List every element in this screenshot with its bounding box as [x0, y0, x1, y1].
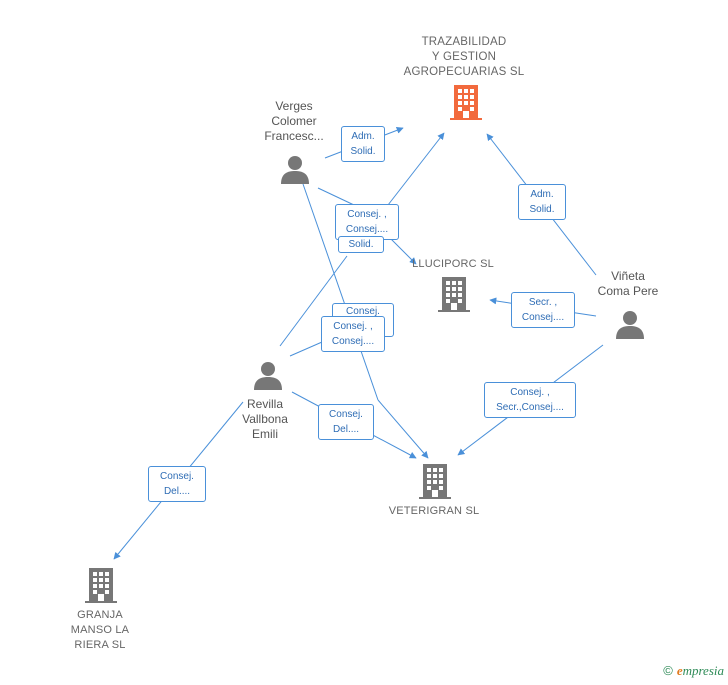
- label-line: Viñeta: [611, 269, 645, 283]
- relation-line: Consej....: [331, 336, 375, 347]
- building-icon[interactable]: [450, 84, 482, 125]
- relation-line: Consej. ,: [333, 321, 373, 332]
- person-icon[interactable]: [253, 360, 283, 395]
- building-icon[interactable]: [419, 463, 451, 504]
- label-line: MANSO LA: [70, 624, 130, 636]
- building-icon[interactable]: [438, 276, 470, 317]
- relation-line: Consej. ,: [510, 387, 550, 398]
- label-line: TRAZABILIDAD: [421, 36, 507, 48]
- relation-edge: [377, 399, 429, 459]
- label-line: Emili: [251, 427, 278, 441]
- footer-brand: ©empresia: [663, 663, 724, 679]
- label-line: Vallbona: [242, 412, 288, 426]
- relation-label[interactable]: Consej. , Consej....: [321, 316, 385, 352]
- relation-line: Solid.: [350, 146, 376, 157]
- copyright-icon: ©: [663, 663, 673, 678]
- person-icon[interactable]: [615, 309, 645, 344]
- label-line: LLUCIPORC SL: [412, 258, 494, 270]
- brand-logo-text: mpresia: [682, 663, 724, 678]
- relation-label[interactable]: Adm. Solid.: [341, 126, 385, 162]
- label-line: GRANJA: [77, 609, 123, 621]
- building-icon[interactable]: [85, 567, 117, 608]
- relation-line: Solid.: [529, 204, 555, 215]
- relation-line: Adm.: [530, 189, 554, 200]
- label-line: VETERIGRAN SL: [388, 505, 480, 517]
- relation-line: Consej. ,: [347, 209, 387, 220]
- person-icon[interactable]: [280, 154, 310, 189]
- company-label-trazabilidad[interactable]: TRAZABILIDAD Y GESTION AGROPECUARIAS SL: [404, 35, 525, 80]
- label-line: Colomer: [271, 114, 317, 128]
- relation-label[interactable]: Secr. , Consej....: [511, 292, 575, 328]
- relation-edge: [389, 237, 417, 265]
- company-label-lluciporc[interactable]: LLUCIPORC SL: [412, 257, 494, 272]
- company-label-granja[interactable]: GRANJA MANSO LA RIERA SL: [71, 608, 129, 653]
- relation-line: Consej.: [329, 409, 363, 420]
- relation-label[interactable]: Consej. , Consej....: [335, 204, 399, 240]
- relation-edge: [302, 183, 379, 401]
- relation-label[interactable]: Solid.: [338, 236, 384, 253]
- relation-line: Solid.: [348, 239, 374, 250]
- person-label-vineta[interactable]: Viñeta Coma Pere: [598, 269, 659, 299]
- relation-line: Adm.: [351, 131, 375, 142]
- label-line: AGROPECUARIAS SL: [403, 66, 525, 78]
- label-line: Francesc...: [264, 129, 324, 143]
- relation-edge: [279, 255, 348, 347]
- relation-line: Secr.,Consej....: [496, 402, 564, 413]
- relation-line: Del....: [332, 424, 360, 435]
- relation-label[interactable]: Consej. Del....: [318, 404, 374, 440]
- label-line: Coma Pere: [597, 284, 659, 298]
- relation-label[interactable]: Consej. , Secr.,Consej....: [484, 382, 576, 418]
- relation-line: Consej.: [346, 306, 380, 317]
- relation-line: Secr. ,: [528, 297, 558, 308]
- person-label-verges[interactable]: Verges Colomer Francesc...: [264, 99, 323, 144]
- relation-line: Consej.: [160, 471, 194, 482]
- relation-edge: [387, 132, 445, 206]
- label-line: Verges: [275, 99, 313, 113]
- relation-line: Consej....: [521, 312, 565, 323]
- company-label-veterigran[interactable]: VETERIGRAN SL: [389, 504, 480, 519]
- relation-label[interactable]: Adm. Solid.: [518, 184, 566, 220]
- label-line: RIERA SL: [74, 639, 126, 651]
- relation-line: Consej....: [345, 224, 389, 235]
- label-line: Revilla: [246, 397, 284, 411]
- person-label-revilla[interactable]: Revilla Vallbona Emili: [242, 397, 288, 442]
- relation-line: Del....: [163, 486, 191, 497]
- relation-edge: [317, 187, 355, 206]
- relation-label[interactable]: Consej. Del....: [148, 466, 206, 502]
- brand-logo-e: e: [676, 663, 683, 678]
- label-line: Y GESTION: [431, 51, 497, 63]
